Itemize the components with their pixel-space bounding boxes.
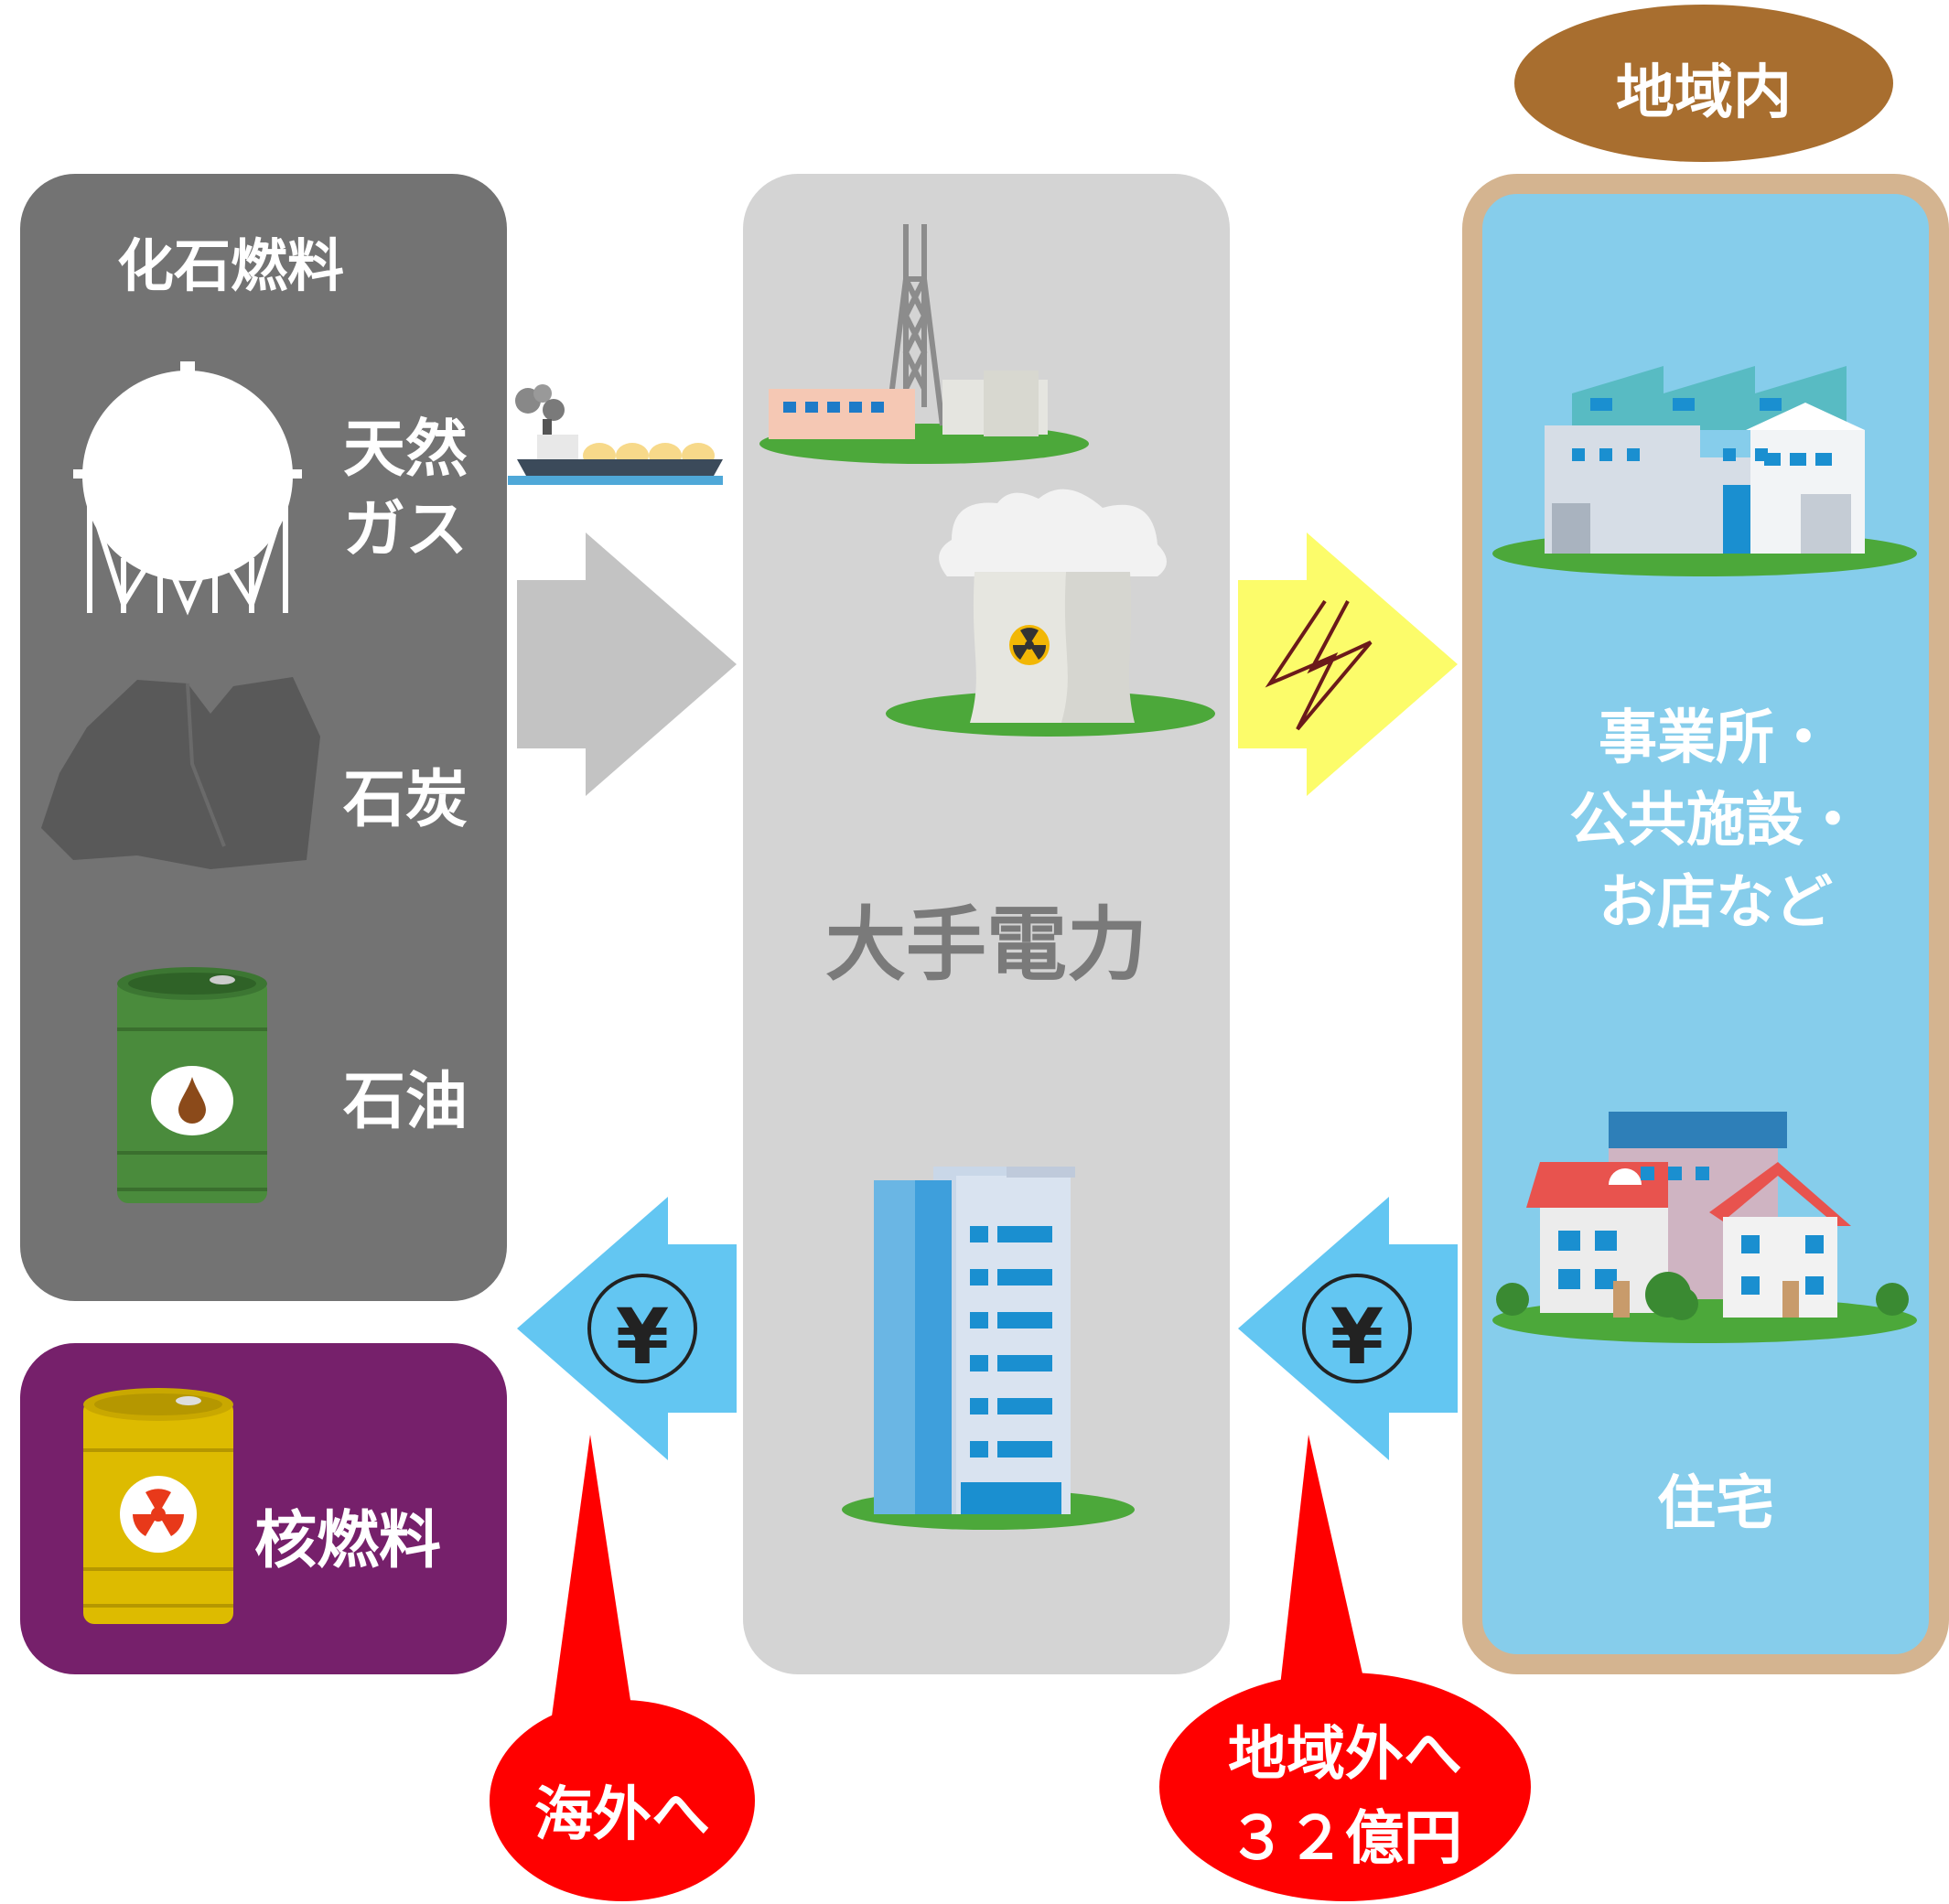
coal-icon <box>41 677 320 869</box>
thermal-power-plant-icon <box>759 224 1089 464</box>
lightning-icon <box>1265 599 1373 731</box>
overseas-callout <box>490 1435 755 1901</box>
office-building-icon <box>842 1167 1135 1530</box>
lng-ship-icon <box>508 384 723 485</box>
overseas-callout-label: 海外へ <box>534 1781 710 1849</box>
nuclear-barrel-icon <box>83 1388 233 1624</box>
housing-label: 住宅 <box>1657 1470 1774 1538</box>
payment-overseas-arrow <box>517 1197 737 1460</box>
gas-tank-icon <box>73 361 302 616</box>
utility-label: 大手電力 <box>824 898 1147 992</box>
region-badge-label: 地域内 <box>1616 59 1792 127</box>
nuclear-power-plant-icon <box>886 489 1215 737</box>
fuel-supply-arrow <box>517 532 737 796</box>
outside-region-callout-label: 地域外へ ３２億円 <box>1228 1721 1462 1873</box>
payment-outside-region-arrow <box>1238 1197 1458 1460</box>
electricity-arrow <box>1238 532 1458 796</box>
oil-barrel-icon <box>117 967 267 1203</box>
nuclear-fuel-label: 核燃料 <box>254 1505 442 1577</box>
business-label: 事業所・ 公共施設・ お店など <box>1569 705 1862 937</box>
oil-label: 石油 <box>343 1066 468 1138</box>
fossil-fuel-title: 化石燃料 <box>117 232 345 299</box>
outside-region-callout <box>1159 1435 1531 1901</box>
factory-icon <box>1492 366 1917 576</box>
yen-icon: ¥ <box>615 1292 670 1382</box>
region-badge <box>1514 5 1893 162</box>
coal-label: 石炭 <box>343 764 468 836</box>
houses-icon <box>1492 1112 1917 1343</box>
yen-icon: ¥ <box>1330 1292 1384 1382</box>
natural-gas-label: 天然 ガス <box>343 414 468 566</box>
